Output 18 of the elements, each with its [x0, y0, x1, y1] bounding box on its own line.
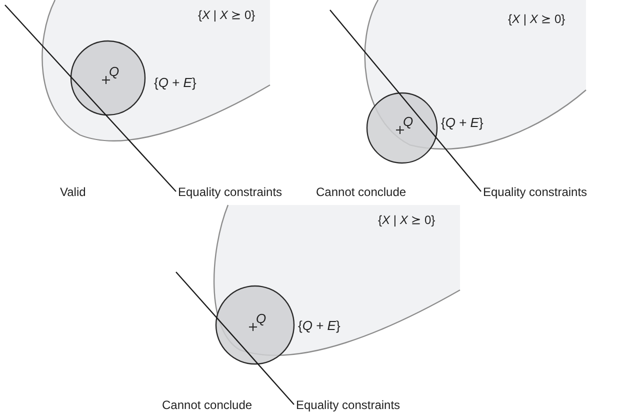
case-label: Valid: [60, 185, 86, 200]
point-label: Q: [256, 310, 266, 328]
case-label: Cannot conclude: [162, 398, 252, 413]
constraint-line: [330, 10, 482, 192]
set-label: {Q + E}: [298, 317, 340, 335]
set-label: {X | X ⪰ 0}: [508, 11, 566, 28]
point-label: Q: [109, 63, 120, 81]
constraint-label: Equality constraints: [483, 185, 623, 200]
set-label: {Q + E}: [441, 114, 484, 132]
point-label: Q: [403, 113, 414, 131]
constraint-line: [4, 4, 176, 192]
set-label: {X | X ⪰ 0}: [198, 7, 256, 24]
case-label: Cannot conclude: [316, 185, 406, 200]
set-label: {Q + E}: [154, 74, 196, 92]
constraint-label: Equality constraints: [178, 185, 308, 200]
constraint-label: Equality constraints: [296, 398, 436, 413]
constraint-line: [176, 272, 294, 405]
set-label: {X | X ⪰ 0}: [378, 212, 436, 229]
